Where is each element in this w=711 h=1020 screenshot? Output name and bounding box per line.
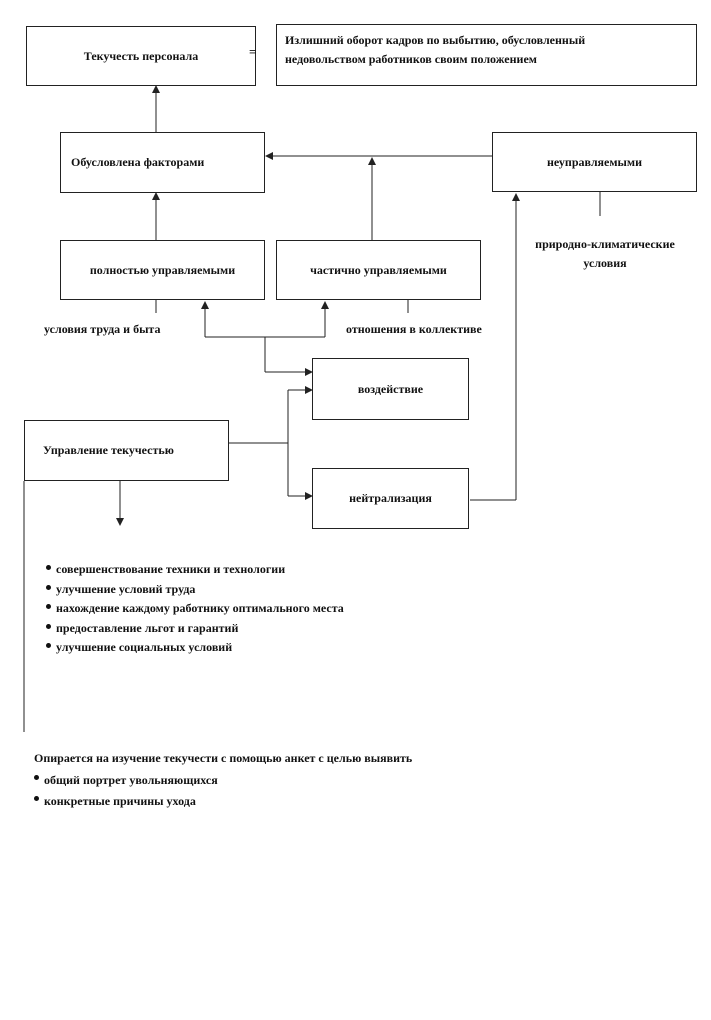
- survey-item: конкретные причины ухода: [32, 791, 218, 812]
- turnover-label: Текучесть персонала: [83, 48, 199, 63]
- uncontrolled-label: неуправляемыми: [546, 154, 643, 169]
- measure-item: улучшение социальных условий: [44, 638, 344, 658]
- factors-label: Обусловлена факторами: [71, 155, 205, 169]
- influence-label: воздействие: [357, 381, 424, 396]
- survey-list: общий портрет увольняющихся конкретные п…: [32, 770, 218, 812]
- partially-controlled-label: частично управляемыми: [310, 262, 447, 277]
- influence-box: воздействие: [312, 358, 469, 420]
- uncontrolled-box: неуправляемыми: [492, 132, 697, 192]
- neutralization-box: нейтрализация: [312, 468, 469, 529]
- equals-sign: =: [249, 44, 257, 59]
- partially-controlled-box: частично управляемыми: [276, 240, 481, 300]
- survey-intro: Опирается на изучение текучести с помощь…: [34, 751, 413, 765]
- work-living-label: условия труда и быта: [44, 322, 161, 336]
- definition-line-1: Излишний оборот кадров по выбытию, обусл…: [285, 33, 586, 47]
- natural-climate-label: природно-климатические условия: [516, 235, 694, 273]
- measure-item: улучшение условий труда: [44, 580, 344, 600]
- factors-box: Обусловлена факторами: [60, 132, 265, 193]
- management-label: Управление текучестью: [43, 443, 174, 457]
- definition-line-2: недовольством работников своим положение…: [285, 52, 537, 66]
- definition-box: Излишний оборот кадров по выбытию, обусл…: [276, 24, 697, 86]
- fully-controlled-label: полностью управляемыми: [89, 262, 236, 277]
- measure-item: нахождение каждому работнику оптимальног…: [44, 599, 344, 619]
- team-relations-label: отношения в коллективе: [346, 322, 482, 336]
- turnover-box: Текучесть персонала: [26, 26, 256, 86]
- neutralization-label: нейтрализация: [349, 491, 432, 505]
- measure-item: предоставление льгот и гарантий: [44, 619, 344, 639]
- management-box: Управление текучестью: [24, 420, 229, 481]
- measures-list: совершенствование техники и технологии у…: [44, 560, 344, 658]
- fully-controlled-box: полностью управляемыми: [60, 240, 265, 300]
- measure-item: совершенствование техники и технологии: [44, 560, 344, 580]
- natural-climate-line-1: природно-климатические: [535, 237, 675, 251]
- survey-item: общий портрет увольняющихся: [32, 770, 218, 791]
- natural-climate-line-2: условия: [583, 256, 627, 270]
